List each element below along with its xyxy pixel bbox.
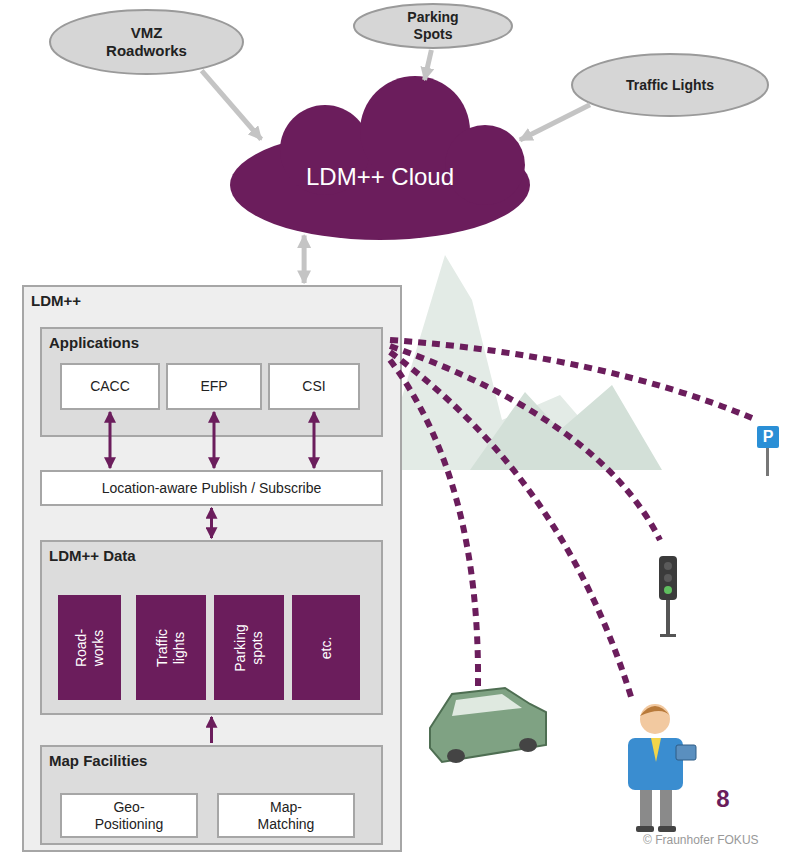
data-box: Road- works [58, 595, 121, 700]
mountain [470, 385, 662, 470]
node-label: Map- Matching [249, 799, 324, 833]
bus-box: Location-aware Publish / Subscribe [40, 470, 383, 506]
app-box: EFP [166, 363, 262, 410]
section-heading: Applications [42, 329, 381, 352]
node-label: Traffic Lights [626, 77, 714, 94]
layer-box: LDM++ DataRoad- works Traffic lights Parki… [40, 540, 383, 715]
node-label: Road- works [73, 623, 107, 673]
node-label: VMZ Roadworks [97, 24, 197, 60]
section-heading: LDM++ [24, 287, 400, 310]
node-label: etc. [318, 603, 335, 693]
section-heading: LDM++ Data [42, 542, 381, 565]
connector-arrow [202, 71, 262, 140]
connector-arrow [210, 717, 213, 743]
parking-sign [757, 426, 779, 476]
facility-box: Geo- Positioning [60, 793, 198, 838]
wireless-link [390, 340, 752, 418]
wireless-links [390, 340, 752, 700]
data-box: Parking spots [214, 595, 284, 700]
wireless-link [390, 352, 632, 700]
data-box: Traffic lights [136, 595, 206, 700]
connector-arrow [210, 508, 213, 538]
traffic-light [659, 556, 677, 637]
node-label: CSI [302, 378, 325, 395]
node-label: Parking spots [232, 617, 266, 679]
layer-box: ApplicationsCACC EFP CSI [40, 327, 383, 437]
page-number: 8 [708, 784, 738, 814]
source-ellipse: VMZ Roadworks [48, 8, 245, 76]
connector-arrow [313, 412, 316, 468]
node-label: Parking Spots [393, 9, 473, 43]
data-box: etc. [292, 595, 360, 700]
connector-arrow [109, 412, 112, 468]
cloud-shape: LDM++ Cloud [215, 75, 545, 240]
wireless-link [390, 360, 478, 686]
cloud-outline [215, 75, 545, 240]
node-label: Location-aware Publish / Subscribe [102, 480, 321, 497]
connector-arrow [425, 50, 432, 80]
node-label: LDM++ Cloud [306, 163, 454, 192]
connector-arrow [302, 235, 307, 283]
person [628, 704, 696, 832]
connector-arrow [520, 105, 590, 140]
sign-letter: P [757, 426, 779, 448]
source-ellipse: Traffic Lights [570, 52, 770, 118]
node-label: Geo- Positioning [84, 799, 174, 833]
car [430, 688, 546, 763]
layer-box: Map FacilitiesGeo- Positioning Map- Match… [40, 745, 383, 845]
node-label: EFP [200, 378, 227, 395]
app-box: CACC [60, 363, 160, 410]
wireless-link [390, 346, 660, 540]
copyright-note: © Fraunhofer FOKUS [643, 832, 789, 848]
node-label: CACC [90, 378, 130, 395]
source-ellipse: Parking Spots [352, 2, 514, 50]
section-heading: Map Facilities [42, 747, 381, 770]
app-box: CSI [268, 363, 360, 410]
node-label: Traffic lights [154, 618, 188, 678]
system-box: LDM++ ApplicationsCACC EFP CSI Location-awar… [22, 285, 402, 852]
facility-box: Map- Matching [217, 793, 355, 838]
connector-arrow [213, 412, 216, 468]
